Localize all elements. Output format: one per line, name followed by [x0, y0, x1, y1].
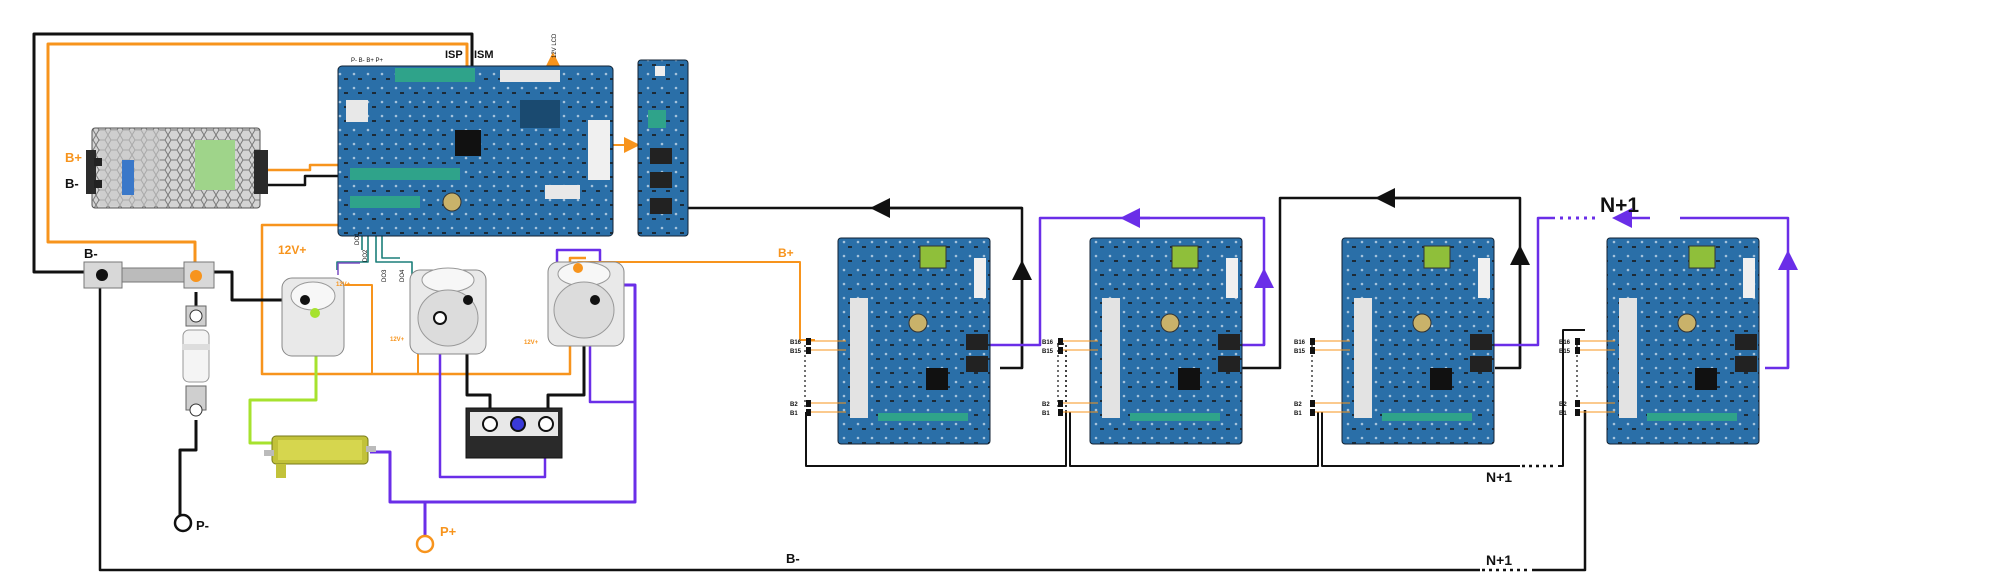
cell-tap-b15: [806, 347, 811, 354]
wire-precharge-green: [248, 310, 318, 445]
wire-sense-b3-n1: [1321, 412, 1520, 467]
slave-board-1-b16-label: B16: [790, 340, 802, 346]
slave-board-1-b2-label: B2: [790, 402, 798, 408]
contactor-main-negative: [409, 267, 487, 355]
do1-label: DO1: [355, 232, 361, 245]
cell-tap-b16: [1310, 338, 1315, 345]
do3-label: DO3: [382, 269, 388, 282]
wire-purple-b1-b2: [990, 216, 1266, 347]
slave-board-3-b1-label: B1: [1294, 411, 1302, 417]
wire-12v-contactor1: [345, 284, 373, 374]
cell-tap-b15: [1058, 347, 1063, 354]
wire-12v-bus: [260, 223, 586, 376]
twelve-v-label: 12V+: [278, 243, 306, 257]
n-plus-1-top-label: N+1: [1600, 194, 1639, 217]
slave-board-2-b2-label: B2: [1042, 402, 1050, 408]
slave-board-4-b1-label: B1: [1559, 411, 1567, 417]
wire-orange-top-loop: [46, 42, 469, 278]
slave-board-4-b15-label: B15: [1559, 349, 1571, 355]
do2-label: DO2: [363, 249, 369, 262]
shunt: [83, 261, 215, 289]
lcd-label: 12V LCD: [552, 33, 558, 58]
cell-tap-b1: [1310, 409, 1315, 416]
cell-tap-b1: [806, 409, 811, 416]
scr-module: [465, 407, 563, 459]
wire-supply-bminus: [262, 174, 340, 187]
wire-black-top-loop: [32, 32, 474, 274]
slave-board-4-b16-label: B16: [1559, 340, 1571, 346]
fuse: [182, 305, 210, 417]
p-minus-terminal: [173, 513, 193, 533]
p-plus-label: P+: [440, 524, 457, 539]
power-supply: [86, 127, 268, 209]
precharge-resistor: [264, 435, 376, 478]
main-board-pins-label: P- B- B+ P+: [351, 58, 384, 64]
contactor-main-positive: [547, 261, 625, 347]
slave-board-3-b15-label: B15: [1294, 349, 1306, 355]
cell-tap-b2: [1058, 400, 1063, 407]
wire-sense-b2-b3-bottom: [1069, 412, 1319, 467]
slave-board-4-b2-label: B2: [1559, 402, 1567, 408]
wire-fuse-to-pminus: [178, 420, 198, 520]
wire-sense-b1-b2: [805, 412, 1067, 467]
n-plus-1-bottom-label: N+1: [1486, 469, 1512, 485]
cell-tap-b2: [1310, 400, 1315, 407]
n-plus-1-ground-label: N+1: [1486, 552, 1512, 568]
slave-board-1-b15-label: B15: [790, 349, 802, 355]
cell-tap-b1: [1058, 409, 1063, 416]
wire-ground-return: [98, 285, 1480, 572]
cell-tap-b16: [1058, 338, 1063, 345]
main-bms-board: [337, 65, 614, 237]
supply-bplus-label: B+: [65, 150, 82, 165]
cell-tap-b2: [1575, 400, 1580, 407]
wire-supply-bplus: [262, 163, 340, 172]
supply-bminus-label: B-: [65, 176, 79, 191]
slave-board-2-b16-label: B16: [1042, 340, 1054, 346]
shunt-bminus-label: B-: [84, 246, 98, 261]
cell-tap-b15: [1310, 347, 1315, 354]
contactor3-12v-label: 12V+: [524, 340, 539, 346]
wire-sense-n1-up: [1558, 329, 1585, 467]
ism-label: ISM: [474, 49, 494, 61]
cell-tap-b16: [1575, 338, 1580, 345]
isp-label: ISP: [445, 49, 463, 61]
cell-tap-b2: [806, 400, 811, 407]
wire-shunt-to-contactor: [205, 270, 305, 302]
wire-resistor-to-purple: [370, 450, 425, 504]
p-plus-terminal: [415, 534, 435, 554]
can-converter-board: [637, 59, 689, 237]
wire-ground-up: [1532, 410, 1587, 572]
contactor-precharge: [281, 277, 345, 357]
cell-tap-b1: [1575, 409, 1580, 416]
wire-purple-b3-n1: [1485, 216, 1555, 347]
contactor2-12v-label: 12V+: [390, 337, 405, 343]
slave-board-3-b2-label: B2: [1294, 402, 1302, 408]
cell-tap-b16: [806, 338, 811, 345]
slave-board-2-b1-label: B1: [1042, 411, 1050, 417]
p-minus-label: P-: [196, 518, 209, 533]
slave-board-1-b1-label: B1: [790, 411, 798, 417]
slave-board-3-b16-label: B16: [1294, 340, 1306, 346]
ground-bminus-label: B-: [786, 551, 800, 566]
cell-tap-b15: [1575, 347, 1580, 354]
do4-label: DO4: [400, 269, 406, 282]
contactor1-12v-label: 12V+: [336, 282, 351, 288]
chain-bplus-label: B+: [778, 246, 794, 260]
wire-ctrl-purple-thin: [337, 262, 360, 275]
slave-board-2-b15-label: B15: [1042, 349, 1054, 355]
